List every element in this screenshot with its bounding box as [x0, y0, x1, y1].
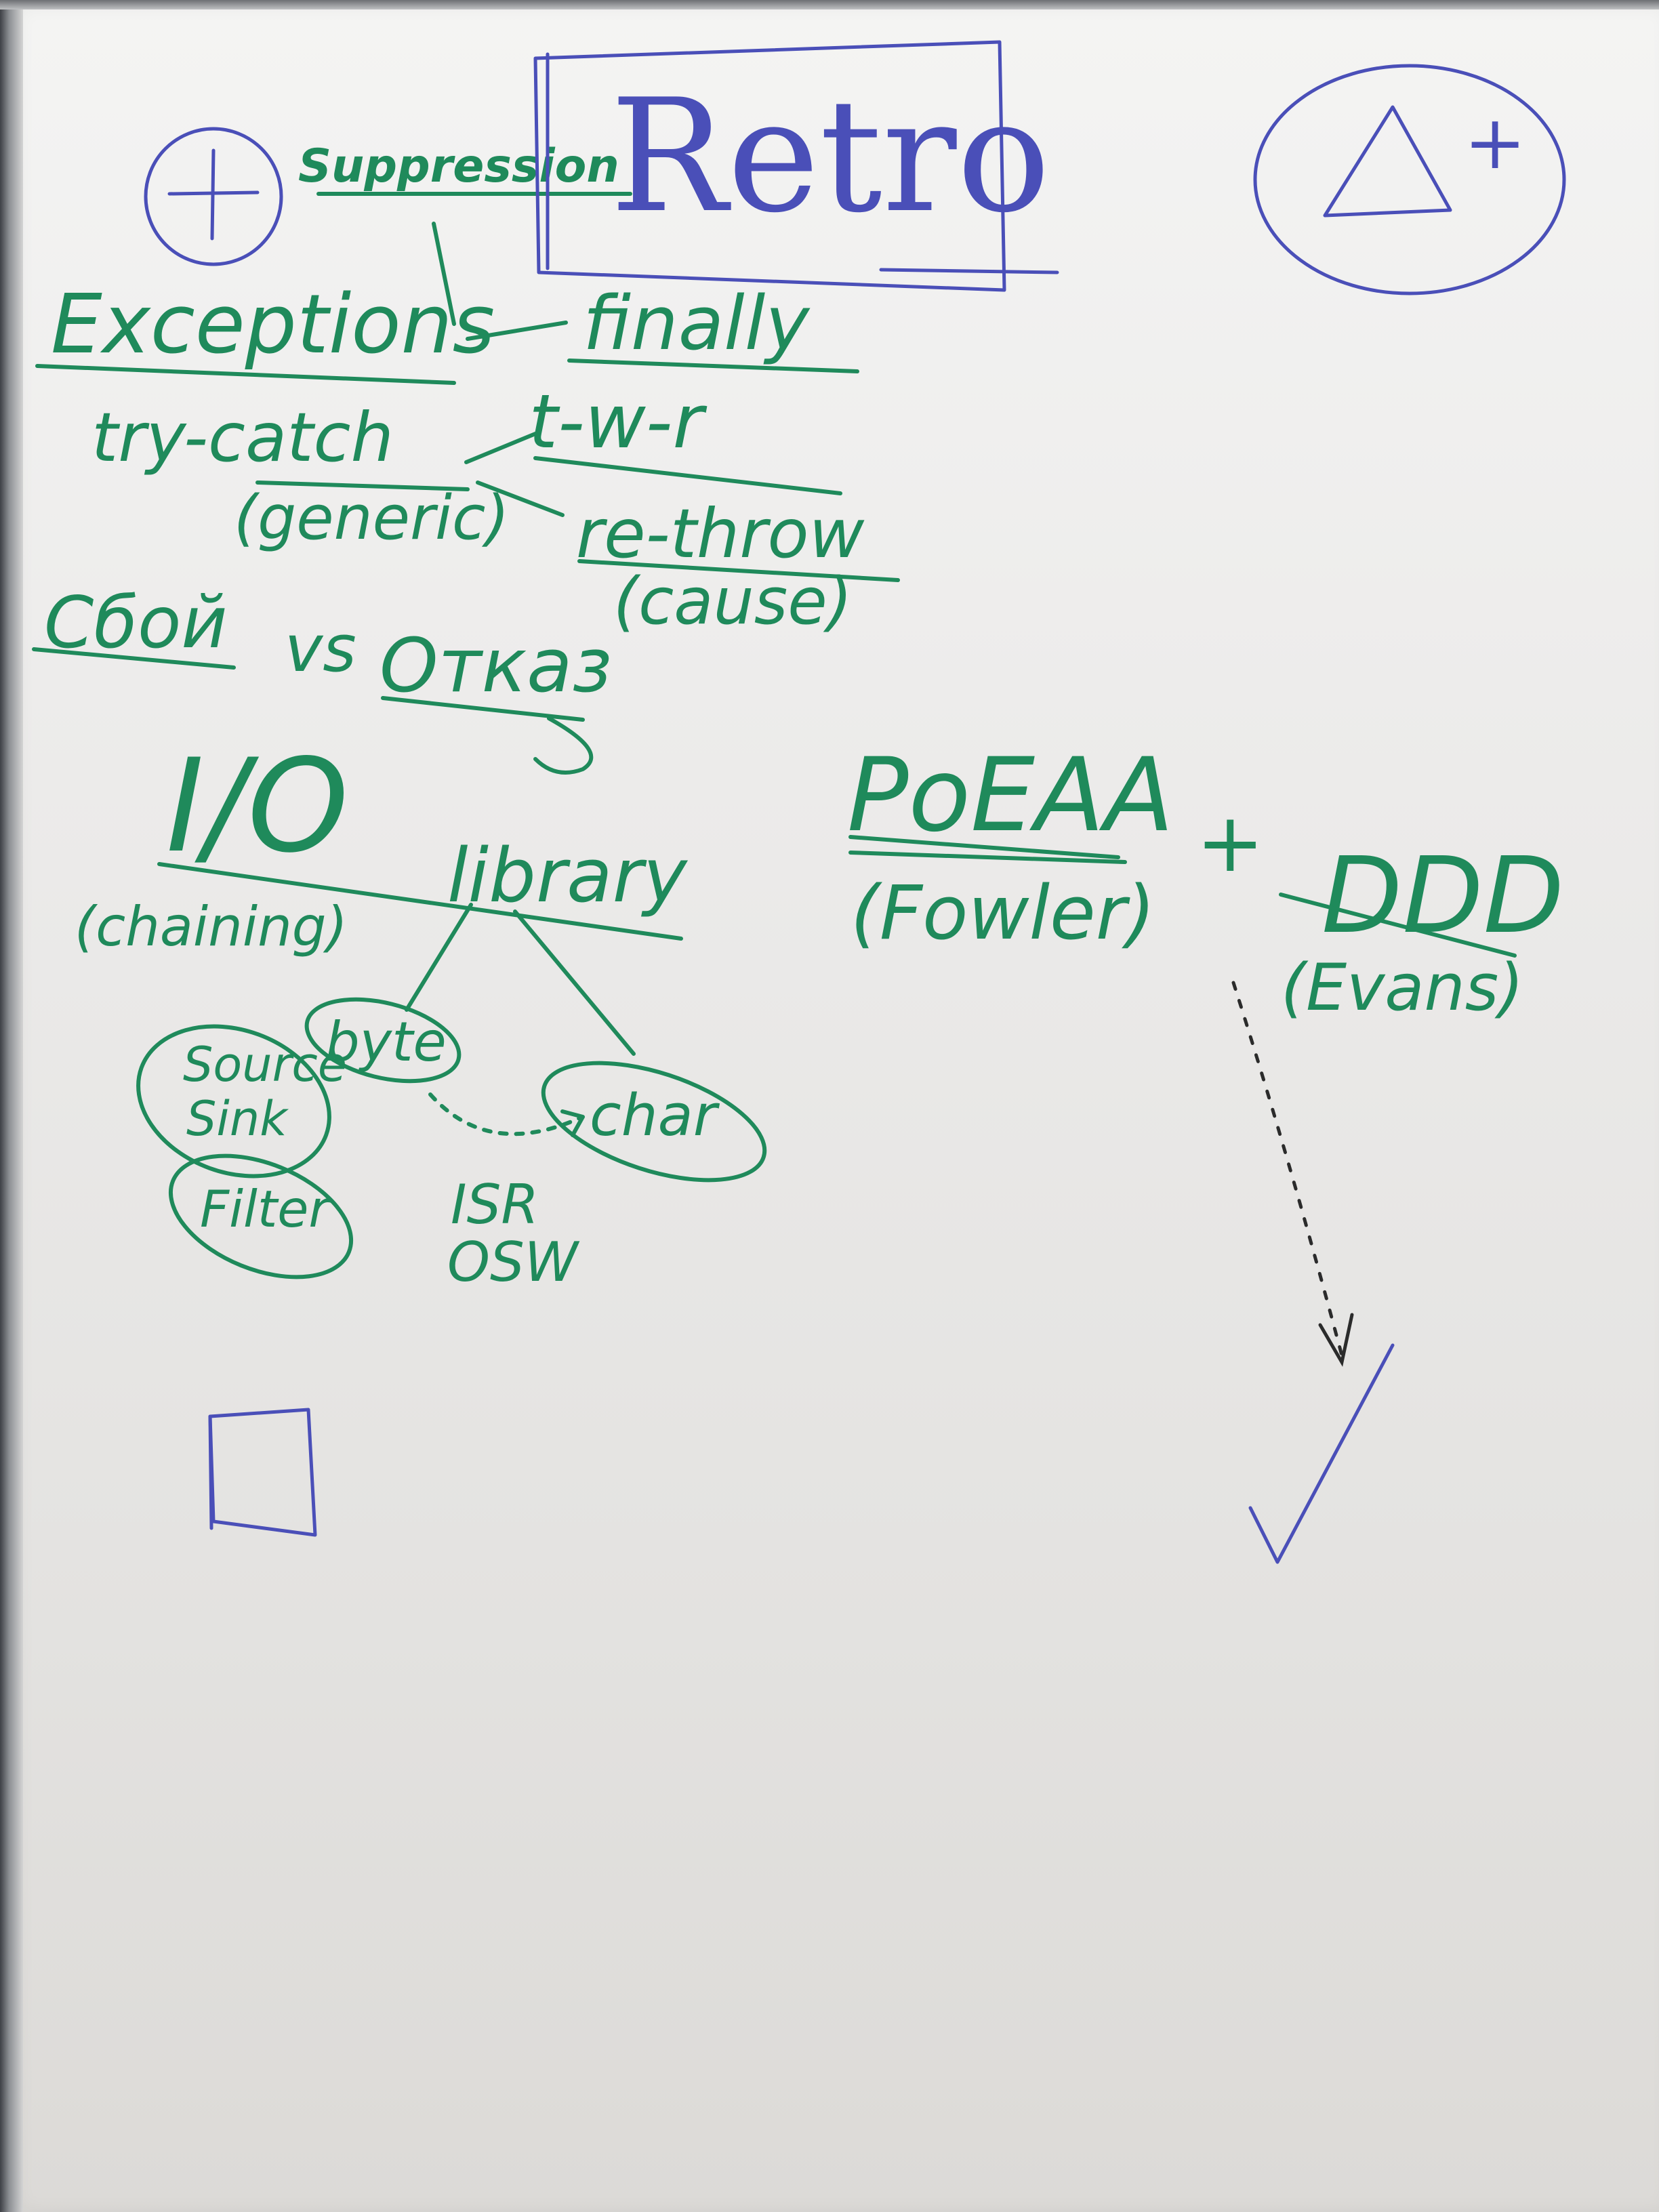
char-node: char: [541, 1061, 767, 1183]
plus-join-label: +: [1196, 796, 1265, 890]
sink-label: Sink: [186, 1091, 289, 1147]
isr-label: ISR: [451, 1173, 539, 1236]
library-label: library: [447, 832, 689, 919]
try-catch-label: try-catch: [91, 398, 394, 477]
finally-label: finally: [583, 280, 811, 367]
exceptions-label: Exceptions: [51, 278, 495, 372]
top-edge-shadow: [0, 0, 1659, 9]
char-label: char: [590, 1082, 720, 1149]
byte-node: byte: [304, 997, 462, 1084]
generic-label: (generic): [234, 483, 510, 554]
vs-label: vs: [285, 612, 356, 687]
byte-label: byte: [325, 1010, 447, 1073]
plus-circle: [144, 127, 283, 266]
empty-box-icon: [208, 1408, 317, 1537]
fowler-label: (Fowler): [851, 869, 1155, 956]
source-sink-node: Source Sink: [136, 1024, 347, 1179]
cause-label: (cause): [613, 565, 853, 639]
left-edge-shadow: [0, 0, 23, 2212]
osw-label: OSW: [447, 1231, 580, 1294]
filter-label: Filter: [200, 1179, 332, 1239]
retro-title: Retro: [610, 66, 1050, 247]
delta-plus-sign: +: [1464, 99, 1526, 186]
poeaa-label: PoEAA: [847, 737, 1174, 855]
sboi-label: Сбой: [44, 581, 228, 664]
evans-label: (Evans): [1281, 951, 1523, 1025]
twr-label: t-w-r: [529, 378, 707, 465]
io-label: I/O: [166, 731, 349, 881]
suppression-label: Suppression: [298, 140, 619, 193]
chaining-label: (chaining): [75, 895, 348, 958]
source-label: Source: [183, 1037, 347, 1092]
delta-plus-group: +: [1253, 64, 1566, 295]
otkaz-label: Отказ: [380, 622, 612, 709]
check-mark-icon: [1248, 1343, 1395, 1564]
rethrow-label: re-throw: [576, 494, 865, 573]
retro-title-box: Retro: [533, 40, 1059, 292]
flipchart-sheet: [8, 5, 1659, 2212]
filter-node: Filter: [168, 1153, 354, 1279]
